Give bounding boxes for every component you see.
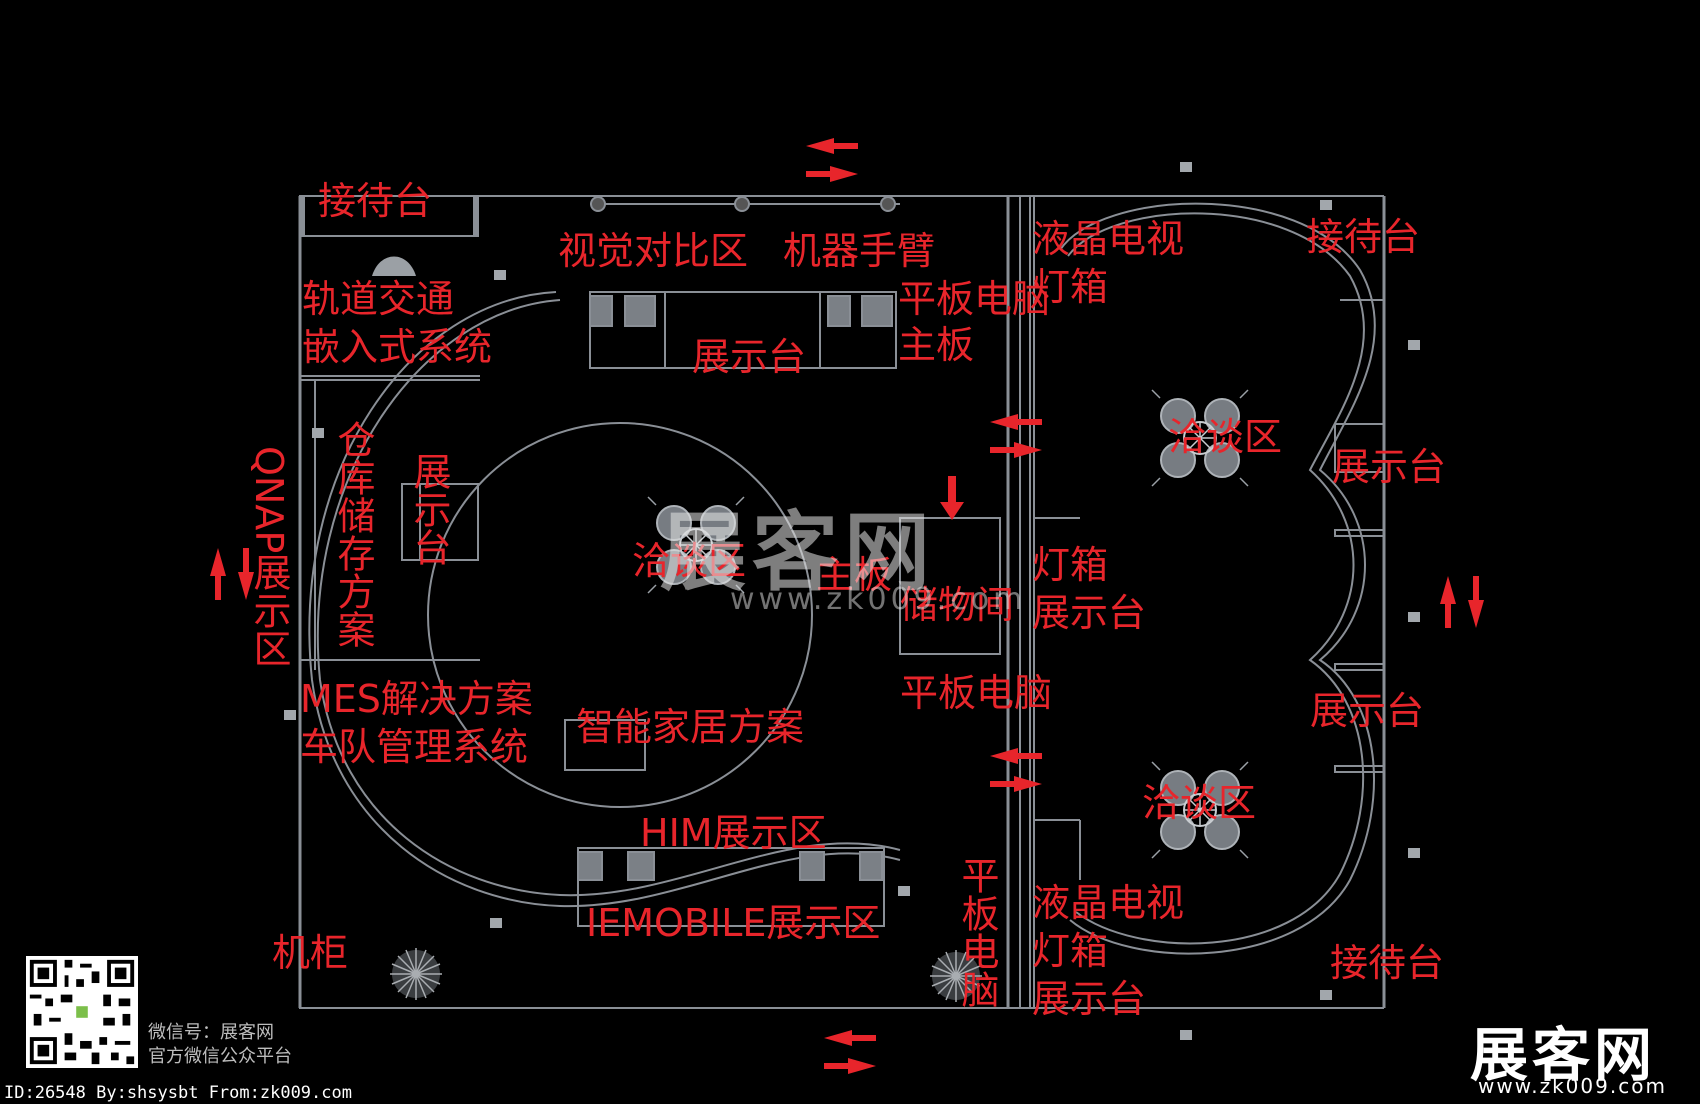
label-him-zone: HIM展示区: [640, 811, 827, 855]
curved-walkways: [308, 202, 1376, 955]
label-lightbox: 灯箱: [1032, 543, 1109, 587]
label-display: 展示台: [1332, 445, 1447, 489]
qr-caption-wechat: 微信号：展客网: [148, 1022, 274, 1043]
label-negotiation-zone: 洽谈区: [1168, 415, 1283, 459]
label-smart-home: 智能家居方案: [576, 705, 805, 749]
two-way-arrow-icon: [806, 138, 858, 182]
label-reception: 接待台: [318, 179, 433, 223]
top-display-wall: [299, 195, 900, 369]
label-display: 展示台: [1310, 689, 1425, 733]
booth-outline: [298, 195, 1386, 1009]
label-display: 展示台: [692, 335, 807, 379]
label-mes-solution: MES解决方案: [300, 677, 533, 721]
label-robot-arm: 机器手臂: [783, 229, 936, 273]
label-lcd-tv: 液晶电视: [1032, 881, 1185, 925]
label-visual-compare: 视觉对比区: [558, 229, 749, 273]
label-negotiation-zone: 洽谈区: [1142, 781, 1257, 825]
label-warehouse-solution: 仓库储存方案: [331, 420, 375, 648]
label-qnap-zone: QNAP展示区: [247, 446, 291, 668]
two-way-arrow-icon: [1440, 576, 1484, 628]
brand-url: www.zk009.com: [1478, 1074, 1667, 1098]
footer-id: ID:26548 By:shsysbt From:zk009.com: [4, 1083, 352, 1103]
watermark-logo: 展客网: [660, 503, 936, 603]
label-lightbox: 灯箱: [1032, 265, 1109, 309]
label-reception: 接待台: [1330, 941, 1445, 985]
down-arrow-icon: [940, 476, 964, 520]
label-tablet: 平板电脑: [900, 671, 1053, 715]
label-storage-room: 储物间: [900, 583, 1015, 627]
label-lcd-tv: 液晶电视: [1032, 217, 1185, 261]
spot-lights: [284, 162, 1420, 1040]
label-display: 展示台: [1032, 591, 1147, 635]
label-tablet: 平板电脑: [955, 856, 999, 1008]
watermark-url: www.zk009.com: [730, 582, 1027, 617]
label-rail-transit: 轨道交通: [302, 277, 455, 321]
two-way-arrow-icon: [824, 1030, 876, 1074]
reception-desk: [372, 256, 416, 276]
label-lightbox: 灯箱: [1032, 929, 1109, 973]
qr-code-icon: [26, 956, 138, 1068]
qr-caption-platform: 官方微信公众平台: [148, 1046, 292, 1067]
label-mainboard: 主板: [816, 553, 893, 597]
label-display: 展示台: [1032, 977, 1147, 1021]
label-fleet-system: 车队管理系统: [300, 725, 529, 769]
label-cabinet: 机柜: [272, 931, 349, 975]
label-reception: 接待台: [1306, 215, 1421, 259]
label-mainboard: 主板: [898, 323, 975, 367]
label-tablet: 平板电脑: [898, 277, 1051, 321]
label-embedded-system: 嵌入式系统: [302, 325, 493, 369]
label-iemobile-zone: IEMOBILE展示区: [586, 901, 881, 945]
brand-logo: 展客网: [1470, 1021, 1657, 1089]
partitions: [401, 423, 1385, 927]
label-display: 展示台: [407, 452, 451, 566]
plant-icon: [389, 947, 443, 1001]
label-negotiation-zone: 洽谈区: [632, 539, 747, 583]
